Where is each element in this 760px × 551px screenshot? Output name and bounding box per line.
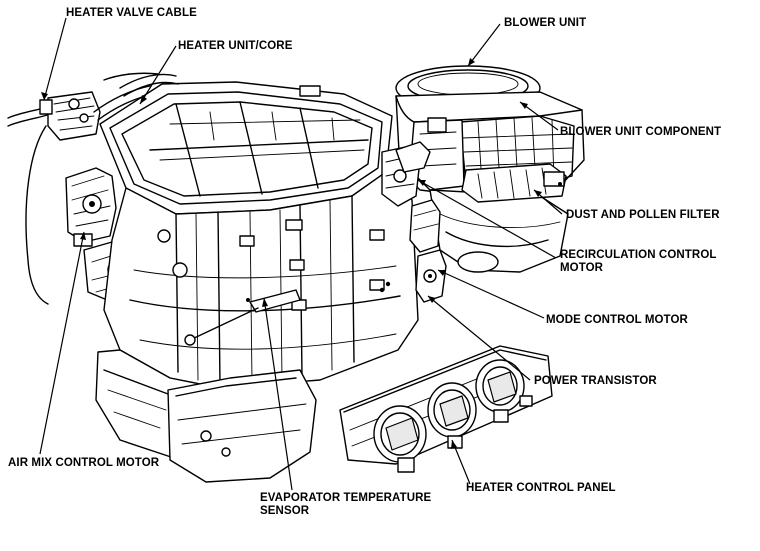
label-evap-sensor-line2: SENSOR — [260, 505, 310, 517]
heater-unit-core-drawing — [99, 73, 393, 215]
leader-lines — [39, 17, 563, 491]
label-blower-unit-component: BLOWER UNIT COMPONENT — [560, 126, 722, 138]
label-evap-sensor-line1: EVAPORATOR TEMPERATURE — [260, 492, 432, 504]
label-power-transistor: POWER TRANSISTOR — [534, 375, 657, 387]
label-heater-control-panel: HEATER CONTROL PANEL — [466, 482, 616, 494]
label-recirc-motor-line2: MOTOR — [560, 262, 604, 274]
mode-control-motor-drawing — [409, 199, 447, 303]
label-blower-unit: BLOWER UNIT — [504, 17, 587, 29]
filter-recirc-drawing — [381, 141, 567, 207]
evaporator-housing-drawing — [103, 171, 419, 389]
label-heater-valve-cable: HEATER VALVE CABLE — [66, 7, 197, 19]
heater-valve-cable-drawing — [7, 72, 159, 305]
label-heater-unit-core: HEATER UNIT/CORE — [178, 40, 293, 52]
label-mode-control-motor: MODE CONTROL MOTOR — [546, 314, 688, 326]
label-dust-pollen-filter: DUST AND POLLEN FILTER — [566, 209, 720, 221]
heater-control-panel-drawing — [339, 345, 553, 473]
label-air-mix-control-motor: AIR MIX CONTROL MOTOR — [8, 457, 160, 469]
label-recirc-motor-line1: RECIRCULATION CONTROL — [560, 249, 717, 261]
